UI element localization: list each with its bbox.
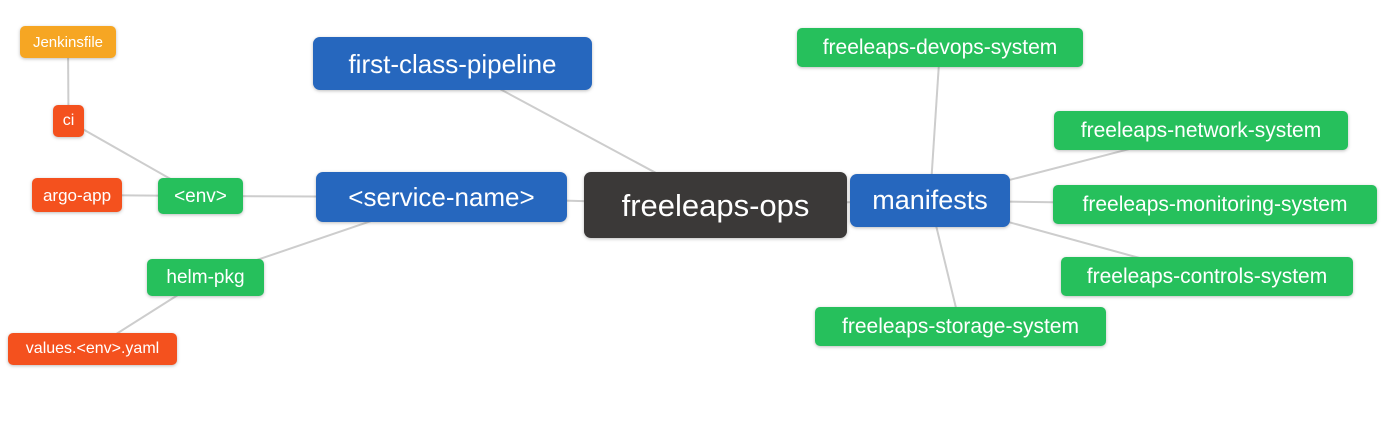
node-helm-pkg[interactable]: helm-pkg — [147, 259, 264, 296]
node-label: <env> — [174, 185, 227, 207]
node-label: freeleaps-controls-system — [1086, 265, 1328, 288]
node-freeleaps-controls-system[interactable]: freeleaps-controls-system — [1061, 257, 1353, 296]
node-label: helm-pkg — [166, 267, 245, 288]
node-env[interactable]: <env> — [158, 178, 243, 214]
node-freeleaps-ops[interactable]: freeleaps-ops — [584, 172, 847, 238]
node-label: freeleaps-devops-system — [822, 36, 1058, 59]
node-freeleaps-devops-system[interactable]: freeleaps-devops-system — [797, 28, 1083, 67]
node-label: freeleaps-network-system — [1080, 119, 1322, 142]
node-label: ci — [62, 112, 75, 129]
node-service-name[interactable]: <service-name> — [316, 172, 567, 222]
node-freeleaps-network-system[interactable]: freeleaps-network-system — [1054, 111, 1348, 150]
node-values-env-yaml[interactable]: values.<env>.yaml — [8, 333, 177, 365]
node-label: freeleaps-monitoring-system — [1082, 193, 1348, 216]
node-label: values.<env>.yaml — [25, 340, 160, 357]
node-label: freeleaps-storage-system — [842, 315, 1079, 338]
node-ci[interactable]: ci — [53, 105, 84, 137]
node-freeleaps-monitoring-system[interactable]: freeleaps-monitoring-system — [1053, 185, 1377, 224]
node-label: freeleaps-ops — [621, 187, 810, 223]
node-freeleaps-storage-system[interactable]: freeleaps-storage-system — [815, 307, 1106, 346]
node-first-class-pipeline[interactable]: first-class-pipeline — [313, 37, 592, 90]
node-label: manifests — [872, 185, 988, 215]
node-label: first-class-pipeline — [348, 48, 557, 79]
node-jenkinsfile[interactable]: Jenkinsfile — [20, 26, 116, 58]
node-label: <service-name> — [348, 182, 535, 212]
node-argo-app[interactable]: argo-app — [32, 178, 122, 212]
node-label: argo-app — [42, 185, 112, 205]
node-manifests[interactable]: manifests — [850, 174, 1010, 227]
node-label: Jenkinsfile — [32, 33, 104, 51]
